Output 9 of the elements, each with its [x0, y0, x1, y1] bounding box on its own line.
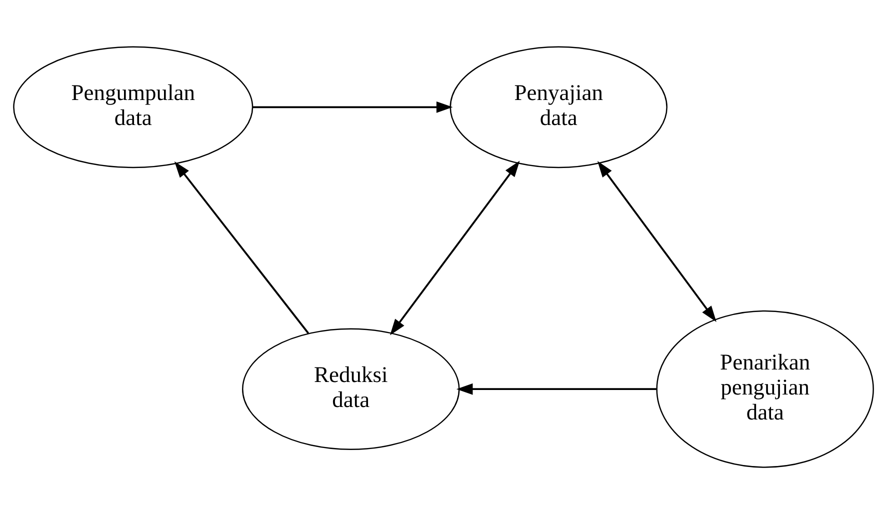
arrow: [456, 382, 656, 394]
node-ellipse: Reduksi data: [242, 328, 460, 450]
arrow: [174, 160, 310, 334]
node-ellipse: Pengumpulan data: [13, 46, 254, 168]
node-ellipse: Penyajian data: [450, 46, 668, 168]
arrow: [252, 100, 453, 112]
arrow: [390, 160, 520, 335]
node-ellipse: Penarikan pengujian data: [656, 310, 874, 468]
arrow: [597, 160, 716, 322]
